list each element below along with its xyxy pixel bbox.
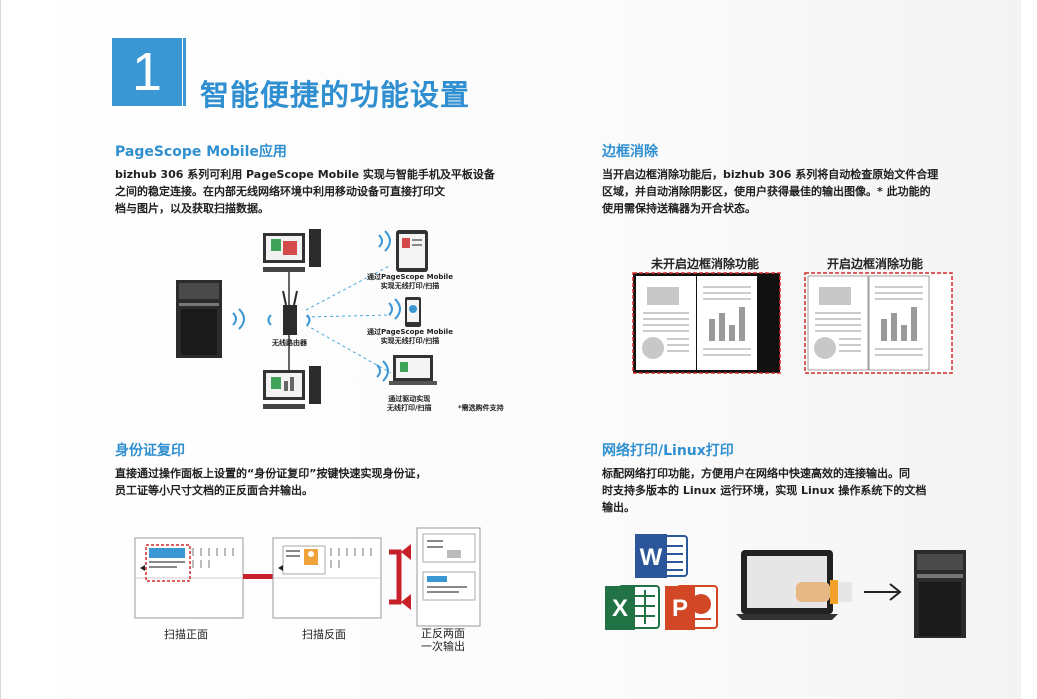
svg-text:X: X — [612, 595, 628, 622]
arrow-right-icon — [864, 583, 902, 601]
output-page — [416, 527, 481, 627]
border-erase-title: 边框消除 — [602, 144, 658, 160]
pagescope-title: PageScope Mobile应用 — [115, 144, 287, 160]
mfp-printer-icon — [914, 550, 966, 638]
desktop-pc-bottom-icon — [263, 366, 321, 409]
document-without-erase — [632, 272, 781, 374]
page-title: 智能便捷的功能设置 — [200, 78, 471, 112]
netprint-body: 标配网络打印功能，方便用户在网络中快速高效的连接输出。同 时支持多版本的 Lin… — [602, 467, 927, 514]
document-with-erase — [804, 272, 953, 374]
output-label: 正反两面 一次输出 — [421, 627, 465, 653]
hero-divider — [183, 38, 186, 106]
word-icon: W — [635, 534, 688, 578]
scan-front-label: 扫描正面 — [164, 628, 208, 641]
netprint-title: 网络打印/Linux打印 — [602, 443, 734, 459]
router-icon — [267, 290, 311, 335]
wireless-diagram — [176, 229, 437, 409]
laptop-caption: 通过驱动实现 无线打印/扫描 — [387, 395, 432, 412]
mfp-printer-icon — [176, 280, 222, 358]
merge-arrow-icon — [389, 544, 411, 610]
optional-note: *需选购件支持 — [458, 404, 504, 412]
excel-icon: X — [605, 585, 660, 630]
idcopy-illustration — [134, 527, 481, 627]
tablet-icon — [378, 230, 428, 272]
idcopy-body: 直接通过操作面板上设置的“身份证复印”按键快速实现身份证， 员工证等小尺寸文档的… — [115, 467, 427, 497]
phone-caption: 通过PageScope Mobile 实现无线打印/扫描 — [367, 328, 453, 345]
laptop-icon — [376, 355, 437, 385]
idcopy-title: 身份证复印 — [115, 443, 185, 459]
wireless-links — [305, 264, 392, 374]
smartphone-icon — [388, 297, 421, 327]
border-off-label: 未开启边框消除功能 — [651, 257, 760, 271]
border-on-label: 开启边框消除功能 — [827, 257, 924, 271]
section-number-badge: 1 — [112, 38, 182, 106]
scan-back-label: 扫描反面 — [302, 628, 346, 641]
hand-touch-icon — [796, 580, 852, 604]
scan-back-page — [272, 537, 382, 619]
wifi-signal-icon — [232, 308, 245, 330]
scan-front-page — [134, 537, 244, 619]
powerpoint-icon: P — [665, 585, 718, 630]
pagescope-body: bizhub 306 系列可利用 PageScope Mobile 实现与智能手… — [115, 168, 495, 215]
border-erase-body: 当开启边框消除功能后，bizhub 306 系列将自动检查原始文件合理 区域，并… — [602, 168, 939, 215]
svg-text:P: P — [672, 595, 688, 622]
router-label: 无线路由器 — [272, 339, 307, 347]
desktop-pc-top-icon — [263, 229, 321, 272]
netprint-illustration — [736, 550, 966, 638]
office-icons: W X P — [605, 534, 718, 630]
svg-text:W: W — [640, 544, 663, 571]
tablet-caption: 通过PageScope Mobile 实现无线打印/扫描 — [367, 273, 453, 290]
connector-bar — [243, 574, 273, 579]
border-erase-illustration — [632, 272, 953, 374]
